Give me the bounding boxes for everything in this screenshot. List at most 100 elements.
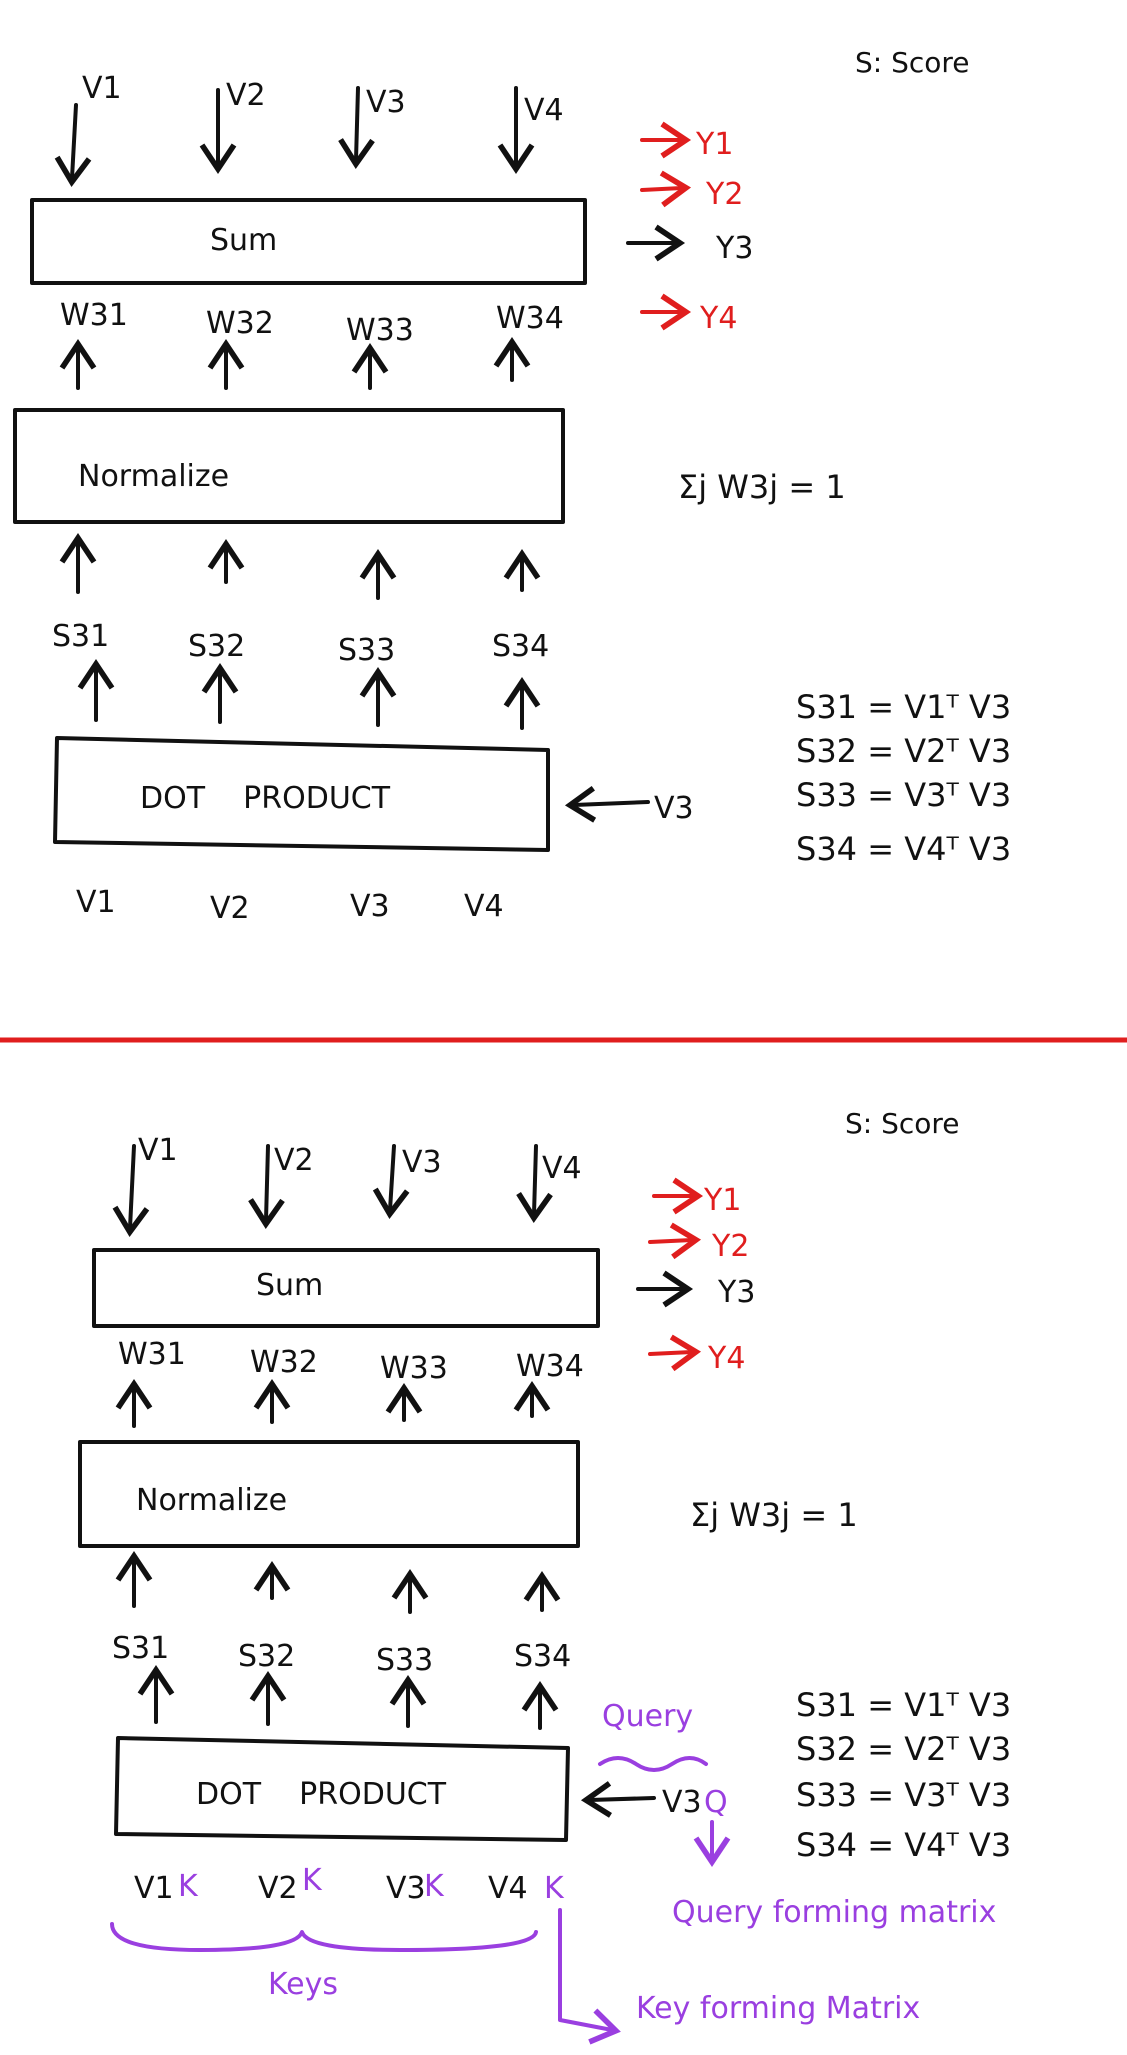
top-arrow-v3-down	[338, 86, 375, 170]
bottom-weight-w34: W34	[516, 1349, 584, 1384]
bottom-input-bottom-v1: V1	[134, 1871, 174, 1906]
top-weight-w31: W31	[60, 298, 128, 333]
bottom-score-s33: S33	[376, 1643, 433, 1678]
bottom-scores: S31 S32 S33 S34	[112, 1631, 571, 1730]
bottom-sum-label: Sum	[256, 1268, 323, 1303]
bottom-arrow-v2-down	[248, 1144, 285, 1230]
top-input-top-v2: V2	[226, 78, 266, 113]
bottom-output-y4: Y4	[707, 1341, 745, 1376]
top-eq-s33: S33 = V3ᵀ V3	[796, 776, 1011, 814]
bottom-arrow-key-matrix	[558, 1908, 621, 2045]
top-weight-w33: W33	[346, 313, 414, 348]
bottom-arrow-v3-down	[372, 1144, 410, 1220]
bottom-score-arrows-up	[115, 1550, 561, 1614]
bottom-query-matrix-label: Query forming matrix	[672, 1895, 996, 1930]
top-query-input: V3	[654, 791, 694, 826]
bottom-eq-s32: S32 = V2ᵀ V3	[796, 1730, 1011, 1768]
top-output-y3: Y3	[715, 231, 753, 266]
top-legend-score: S: Score	[855, 46, 970, 79]
top-diagram: S: Score V1 V2 V3 V4 Sum Y1 Y2 Y3 Y4	[13, 46, 1011, 926]
bottom-query-suffix: Q	[704, 1785, 728, 1820]
bottom-weights: W31 W32 W33 W34	[115, 1337, 584, 1428]
bottom-keys-label: Keys	[268, 1967, 338, 2002]
top-output-y2: Y2	[705, 177, 743, 212]
top-dot-product-label: DOT PRODUCT	[140, 781, 391, 816]
bottom-score-s31: S31	[112, 1631, 169, 1666]
bottom-input-bottom-v2: V2	[258, 1871, 298, 1906]
top-input-bottom-v4: V4	[464, 889, 504, 924]
bottom-dot-product-box	[114, 1736, 570, 1842]
top-score-s33: S33	[338, 633, 395, 668]
top-arrow-query-in	[564, 785, 650, 823]
bottom-key-k1: K	[178, 1869, 199, 1904]
bottom-weight-w31: W31	[118, 1337, 186, 1372]
bottom-normalize-label: Normalize	[136, 1483, 287, 1518]
bottom-output-y2: Y2	[711, 1229, 749, 1264]
bottom-sum-box	[92, 1248, 600, 1328]
bottom-diagram: S: Score V1 V2 V3 V4 Sum Y1 Y2 Y3 Y4	[78, 1107, 1011, 2045]
top-output-y1: Y1	[695, 127, 733, 162]
bottom-score-s32: S32	[238, 1639, 295, 1674]
bottom-input-top-v4: V4	[542, 1151, 582, 1186]
top-norm-equation: Σj W3j = 1	[678, 468, 846, 506]
bottom-eq-s31: S31 = V1ᵀ V3	[796, 1686, 1011, 1724]
bottom-arrow-v4-down	[516, 1144, 553, 1224]
bottom-keys-brace	[110, 1922, 538, 1952]
bottom-arrow-y2	[648, 1222, 702, 1260]
top-output-y4: Y4	[699, 301, 737, 336]
top-score-s32: S32	[188, 629, 245, 664]
top-scores: S31 S32 S33 S34	[52, 619, 549, 730]
bottom-weight-w32: W32	[250, 1345, 318, 1380]
bottom-input-bottom-v3: V3	[386, 1871, 426, 1906]
top-dot-product-box	[53, 736, 550, 852]
bottom-inputs-bottom: V1 K V2 K V3 K V4 K	[134, 1863, 565, 1906]
bottom-input-bottom-v4: V4	[488, 1871, 528, 1906]
top-eq-s31: S31 = V1ᵀ V3	[796, 688, 1011, 726]
bottom-arrow-v1-down	[112, 1144, 150, 1238]
top-input-bottom-v3: V3	[350, 889, 390, 924]
top-sum-box	[30, 198, 587, 285]
top-eq-s32: S32 = V2ᵀ V3	[796, 732, 1011, 770]
bottom-score-equations: S31 = V1ᵀ V3 S32 = V2ᵀ V3 S33 = V3ᵀ V3 S…	[796, 1686, 1011, 1864]
top-arrow-v1-down	[54, 103, 92, 188]
top-score-arrows-up	[59, 532, 541, 600]
bottom-arrow-query-in	[580, 1781, 656, 1818]
top-eq-s34: S34 = V4ᵀ V3	[796, 830, 1011, 868]
top-input-top-v3: V3	[366, 85, 406, 120]
bottom-input-top-v3: V3	[402, 1145, 442, 1180]
top-weights: W31 W32 W33 W34	[59, 298, 564, 390]
top-input-bottom-v1: V1	[76, 885, 116, 920]
bottom-outputs: Y1 Y2 Y3 Y4	[636, 1177, 755, 1376]
top-inputs-bottom: V1 V2 V3 V4	[76, 885, 504, 926]
top-input-bottom-v2: V2	[210, 891, 250, 926]
top-score-s34: S34	[492, 629, 549, 664]
top-arrow-y2	[640, 170, 692, 208]
bottom-output-y1: Y1	[703, 1183, 741, 1218]
bottom-arrow-y4	[648, 1334, 702, 1372]
bottom-key-k4: K	[544, 1871, 565, 1906]
bottom-legend-score: S: Score	[845, 1107, 960, 1140]
top-weight-w34: W34	[496, 301, 564, 336]
bottom-key-k2: K	[302, 1863, 323, 1898]
bottom-input-top-v1: V1	[138, 1133, 178, 1168]
top-score-equations: S31 = V1ᵀ V3 S32 = V2ᵀ V3 S33 = V3ᵀ V3 S…	[796, 688, 1011, 868]
bottom-normalize-box	[78, 1440, 580, 1548]
bottom-key-matrix-label: Key forming Matrix	[636, 1991, 920, 2026]
top-normalize-box	[13, 408, 565, 524]
bottom-query-label: Query	[602, 1699, 693, 1734]
bottom-weight-w33: W33	[380, 1351, 448, 1386]
bottom-output-y3: Y3	[717, 1275, 755, 1310]
bottom-eq-s34: S34 = V4ᵀ V3	[796, 1826, 1011, 1864]
bottom-query-input: V3	[662, 1785, 702, 1820]
bottom-key-k3: K	[424, 1869, 445, 1904]
bottom-query-brace	[598, 1756, 708, 1772]
bottom-input-top-v2: V2	[274, 1143, 314, 1178]
bottom-dot-product-label: DOT PRODUCT	[196, 1777, 447, 1812]
bottom-eq-s33: S33 = V3ᵀ V3	[796, 1776, 1011, 1814]
bottom-score-s34: S34	[514, 1639, 571, 1674]
top-score-s31: S31	[52, 619, 109, 654]
top-normalize-label: Normalize	[78, 459, 229, 494]
bottom-input-arrows: V1 V2 V3 V4	[112, 1133, 582, 1238]
